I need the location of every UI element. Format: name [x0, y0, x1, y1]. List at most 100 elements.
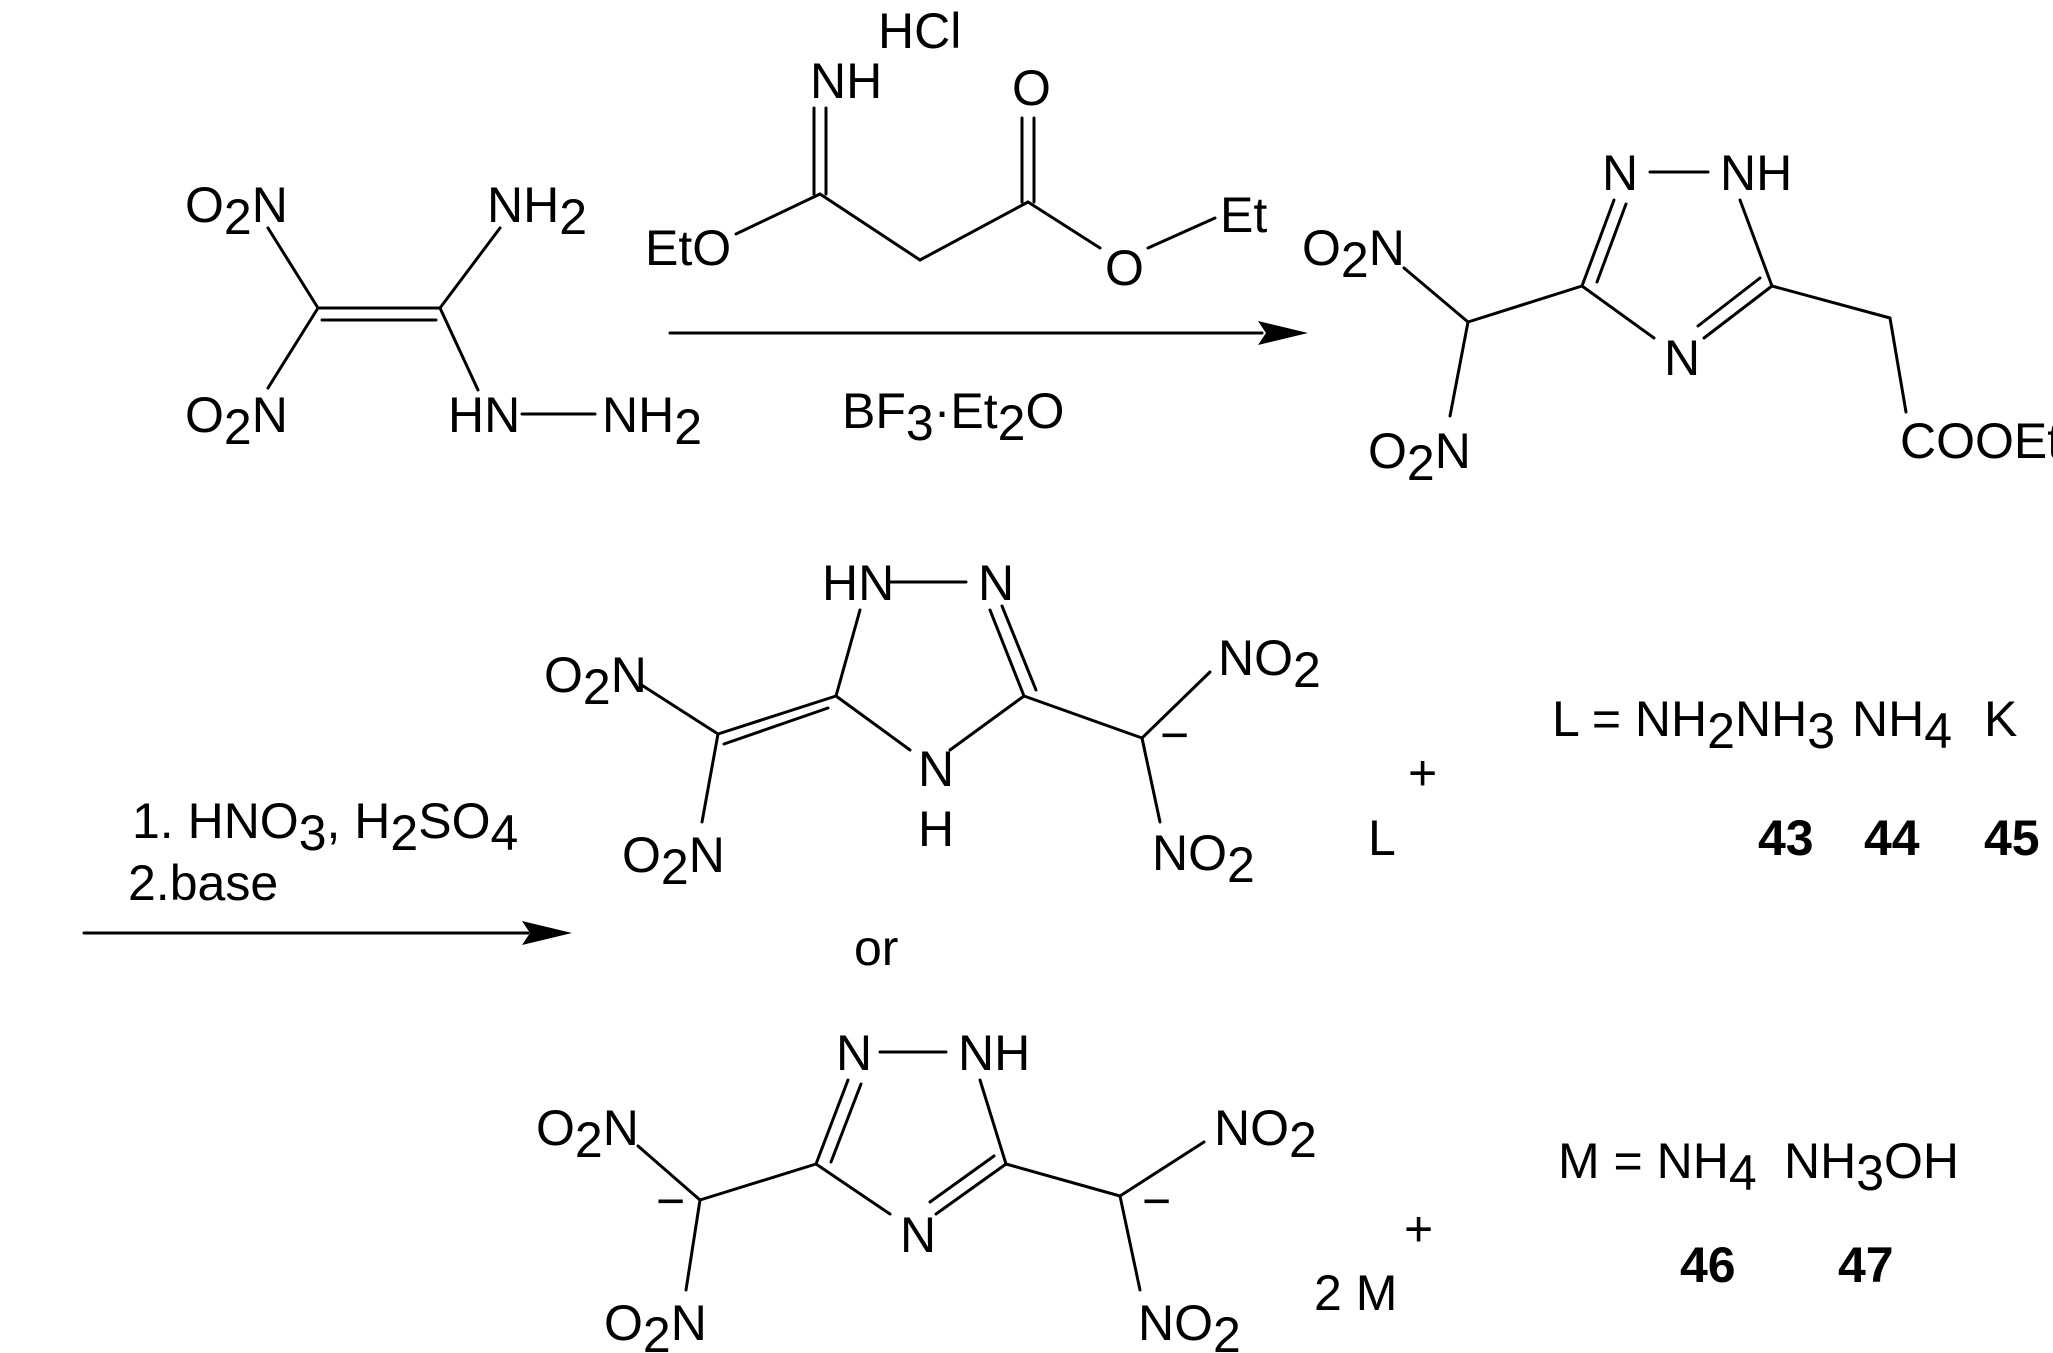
atom-label: O	[622, 827, 661, 883]
atom-label: O	[544, 647, 583, 703]
atom-label: N	[603, 1100, 639, 1156]
svg-text:NO2: NO2	[1214, 1100, 1317, 1168]
atom-label: NO	[1138, 1295, 1213, 1351]
bond	[814, 1162, 892, 1216]
bond	[438, 306, 480, 392]
svg-text:O2N: O2N	[1302, 220, 1405, 288]
bond	[978, 1078, 1008, 1166]
dianion-salt: N NH N O2N O2N NO2 NO2 − − 2 M +	[536, 1025, 1433, 1353]
atom-label: N	[611, 647, 647, 703]
bond	[814, 1078, 850, 1166]
compound-number: 47	[1838, 1237, 1894, 1293]
bond	[818, 192, 922, 262]
subscript: 2	[1341, 232, 1369, 288]
atom-label: N	[1602, 145, 1638, 201]
bond	[716, 694, 838, 736]
atom-label: NO	[1152, 825, 1227, 881]
atom-label: N	[918, 741, 954, 797]
atom-label: O	[185, 387, 224, 443]
reaction-condition: 2.base	[128, 855, 278, 911]
svg-text:O2N: O2N	[604, 1295, 707, 1353]
subscript: 2	[661, 839, 689, 895]
atom-label: NO	[1214, 1100, 1289, 1156]
cation-label: 2 M	[1314, 1265, 1397, 1321]
bond	[1118, 1194, 1142, 1292]
charge-plus: +	[1408, 745, 1437, 801]
reaction-condition: 1. HNO3, H2SO4	[132, 793, 518, 861]
cation-option: NH	[1784, 1133, 1856, 1189]
atom-label: HCl	[878, 3, 961, 59]
bond	[1004, 1162, 1122, 1198]
reaction-arrow-1: BF3·Et2O	[668, 321, 1308, 451]
svg-text:NH2: NH2	[602, 387, 702, 455]
subscript: 2	[674, 399, 702, 455]
bond	[1738, 198, 1774, 288]
atom-label: NH	[958, 1025, 1030, 1081]
svg-text:NO2: NO2	[1138, 1295, 1241, 1353]
bond	[918, 200, 1030, 262]
atom-label: N	[978, 555, 1014, 611]
bond	[1448, 320, 1470, 418]
svg-text:NH3OH: NH3OH	[1784, 1133, 1959, 1201]
double-bond	[1595, 202, 1628, 284]
bond	[1026, 200, 1102, 250]
reaction-arrow-2: 1. HNO3, H2SO4 2.base	[82, 793, 572, 945]
svg-text:O2N: O2N	[1368, 423, 1471, 491]
subscript: 2	[1407, 435, 1435, 491]
double-bond	[1000, 604, 1038, 692]
cation-label: L	[1368, 810, 1396, 866]
bond	[1118, 1140, 1206, 1198]
bond	[834, 694, 912, 752]
bond	[988, 608, 1026, 698]
atom-label: N	[252, 177, 288, 233]
bond	[1466, 284, 1584, 324]
atom-label: NH	[810, 53, 882, 109]
bond	[1702, 284, 1774, 340]
double-bond	[829, 1082, 863, 1164]
arrowhead	[522, 921, 572, 945]
atom-label: HN	[448, 387, 520, 443]
atom-label: O	[1012, 60, 1051, 116]
svg-text:NO2: NO2	[1152, 825, 1255, 893]
bond	[1580, 284, 1656, 340]
subscript: 2	[583, 659, 611, 715]
charge-plus: +	[1404, 1201, 1433, 1257]
subscript: 2	[1289, 1112, 1317, 1168]
svg-text:M = NH4: M = NH4	[1558, 1133, 1757, 1201]
bond	[698, 1162, 818, 1202]
starting-material: O2N O2N NH2 HN NH2	[185, 177, 702, 455]
bond	[700, 732, 720, 824]
atom-label: COOEt	[1900, 413, 2053, 469]
bond	[1580, 198, 1616, 288]
bond	[734, 192, 822, 236]
atom-label: NH	[602, 387, 674, 443]
bond	[934, 1162, 1008, 1216]
subscript: 2	[643, 1307, 671, 1353]
svg-text:NO2: NO2	[1218, 630, 1321, 698]
subscript: 2	[575, 1112, 603, 1168]
bond	[1022, 694, 1144, 740]
compound-number: 43	[1758, 810, 1814, 866]
subscript: 2	[224, 189, 252, 245]
double-bond	[722, 706, 830, 746]
monoanion-salt: HN N N H O2N O2N NO2 NO2 − L +	[544, 555, 1437, 895]
atom-label: N	[1664, 330, 1700, 386]
svg-text:O2N: O2N	[185, 177, 288, 245]
bond	[1402, 266, 1470, 324]
compound-number: 44	[1864, 810, 1920, 866]
cation-option: K	[1984, 691, 2017, 747]
bond	[1888, 316, 1908, 414]
bond	[1146, 216, 1217, 250]
bond	[834, 608, 862, 698]
subscript: 2	[1227, 837, 1255, 893]
atom-label: N	[1435, 423, 1471, 479]
definition-text: L = NH	[1552, 691, 1707, 747]
atom-label: HN	[822, 555, 894, 611]
bond	[638, 682, 720, 736]
atom-label: Et	[1220, 187, 1267, 243]
double-bond	[928, 1154, 996, 1204]
atom-label: N	[900, 1207, 936, 1263]
atom-label: NH	[1720, 145, 1792, 201]
charge-minus: −	[1142, 1173, 1171, 1229]
